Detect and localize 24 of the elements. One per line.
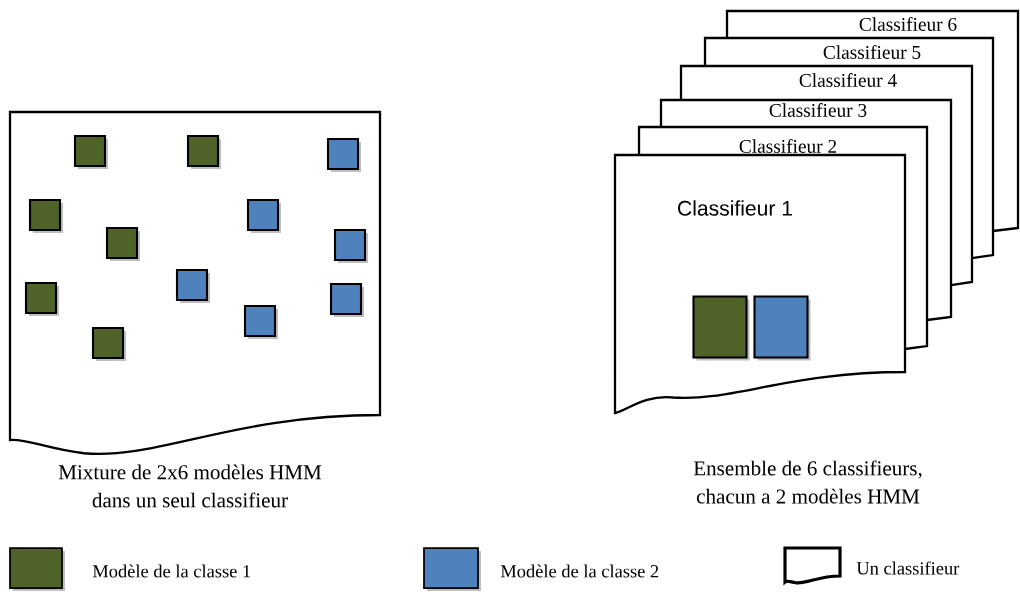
legend-label: Modèle de la classe 2 — [500, 564, 659, 578]
document-page: Classifieur 3 — [659, 98, 953, 127]
model-square — [175, 268, 210, 303]
model-square — [91, 326, 126, 361]
model-square — [329, 282, 364, 317]
document-page: Classifieur 2 — [637, 125, 929, 155]
model-square — [326, 137, 361, 172]
caption: Mixture de 2x6 modèles HMM dans un seul classifieur — [58, 464, 322, 508]
model-square — [333, 228, 368, 263]
legend-label: Modèle de la classe 1 — [92, 564, 251, 578]
model-square — [246, 198, 281, 233]
model-square — [753, 295, 811, 361]
model-square — [186, 134, 221, 169]
model-square — [105, 226, 140, 261]
model-square — [24, 281, 59, 316]
model-square — [243, 304, 278, 339]
document-page: Classifieur 6 — [725, 9, 1020, 38]
model-square — [28, 198, 63, 233]
model-square — [73, 134, 108, 169]
legend-label: Un classifieur — [856, 561, 960, 575]
model-square — [692, 295, 750, 361]
caption: Ensemble de 6 classifieurs, chacun a 2 modèles HMM — [693, 460, 922, 504]
document-page: Classifieur 5 — [703, 36, 995, 66]
document-page: Classifieur 4 — [679, 64, 974, 100]
